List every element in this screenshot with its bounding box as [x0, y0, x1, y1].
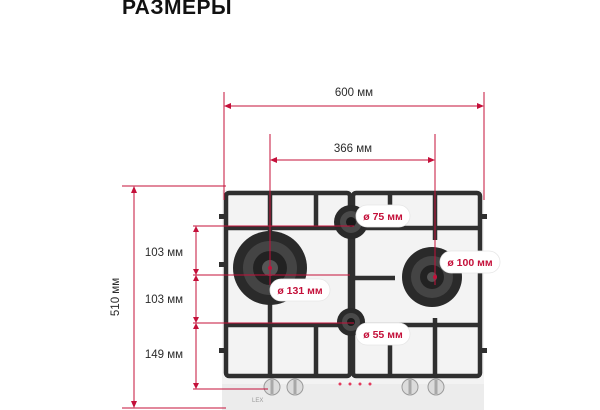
diameter-label: ø 75 мм	[363, 211, 403, 223]
dimension-arrows	[131, 103, 484, 408]
arrow	[193, 275, 199, 281]
left-grate-frame	[223, 190, 353, 379]
knob-icon[interactable]	[401, 378, 419, 396]
center-mark	[433, 275, 437, 279]
arrow	[224, 103, 231, 109]
depth-label: 510 мм	[110, 278, 122, 316]
spacing-label: 366 мм	[334, 143, 372, 155]
page-title: РАЗМЕРЫ	[122, 0, 233, 19]
arrow	[193, 383, 199, 389]
offset-middle-label: 103 мм	[145, 294, 183, 306]
arrow	[131, 186, 137, 193]
controls: LEX	[252, 378, 445, 404]
diameter-badge-small-bottom: ø 55 мм	[355, 322, 411, 346]
grate-foot	[219, 214, 226, 219]
indicator-dot	[358, 382, 362, 386]
control-panel	[222, 384, 484, 410]
diameter-badge-small-top: ø 75 мм	[355, 204, 411, 228]
arrow	[270, 157, 277, 163]
knob-icon[interactable]	[263, 378, 281, 396]
arrow	[477, 103, 484, 109]
offset-top-label: 103 мм	[145, 247, 183, 259]
brand-logo: LEX	[252, 398, 263, 404]
offset-bottom-label: 149 мм	[145, 349, 183, 361]
grate-foot	[219, 262, 226, 267]
width-label: 600 мм	[335, 87, 373, 99]
arrow	[428, 157, 435, 163]
center-mark	[268, 266, 272, 270]
right-grate-frame	[350, 190, 483, 379]
arrow	[193, 323, 199, 329]
grate-foot	[480, 348, 487, 353]
grate-foot	[219, 348, 226, 353]
diameter-badge-right-medium: ø 100 мм	[439, 250, 501, 274]
arrow	[193, 317, 199, 323]
knob-icon[interactable]	[427, 378, 445, 396]
dimension-lines	[122, 92, 485, 409]
diameter-badge-left-large: ø 131 мм	[269, 278, 331, 302]
diameter-label: ø 131 мм	[277, 285, 323, 297]
arrow	[193, 226, 199, 232]
indicator-dot	[348, 382, 352, 386]
knob-icon[interactable]	[286, 378, 304, 396]
diameter-label: ø 100 мм	[447, 257, 493, 269]
indicator-dot	[338, 382, 342, 386]
arrow	[131, 401, 137, 408]
burner-center	[346, 217, 356, 227]
indicator-dot	[368, 382, 372, 386]
burner-center	[347, 318, 355, 326]
indicator-lights	[338, 382, 372, 386]
arrow	[193, 269, 199, 275]
diameter-label: ø 55 мм	[363, 329, 403, 341]
grate-foot	[480, 214, 487, 219]
